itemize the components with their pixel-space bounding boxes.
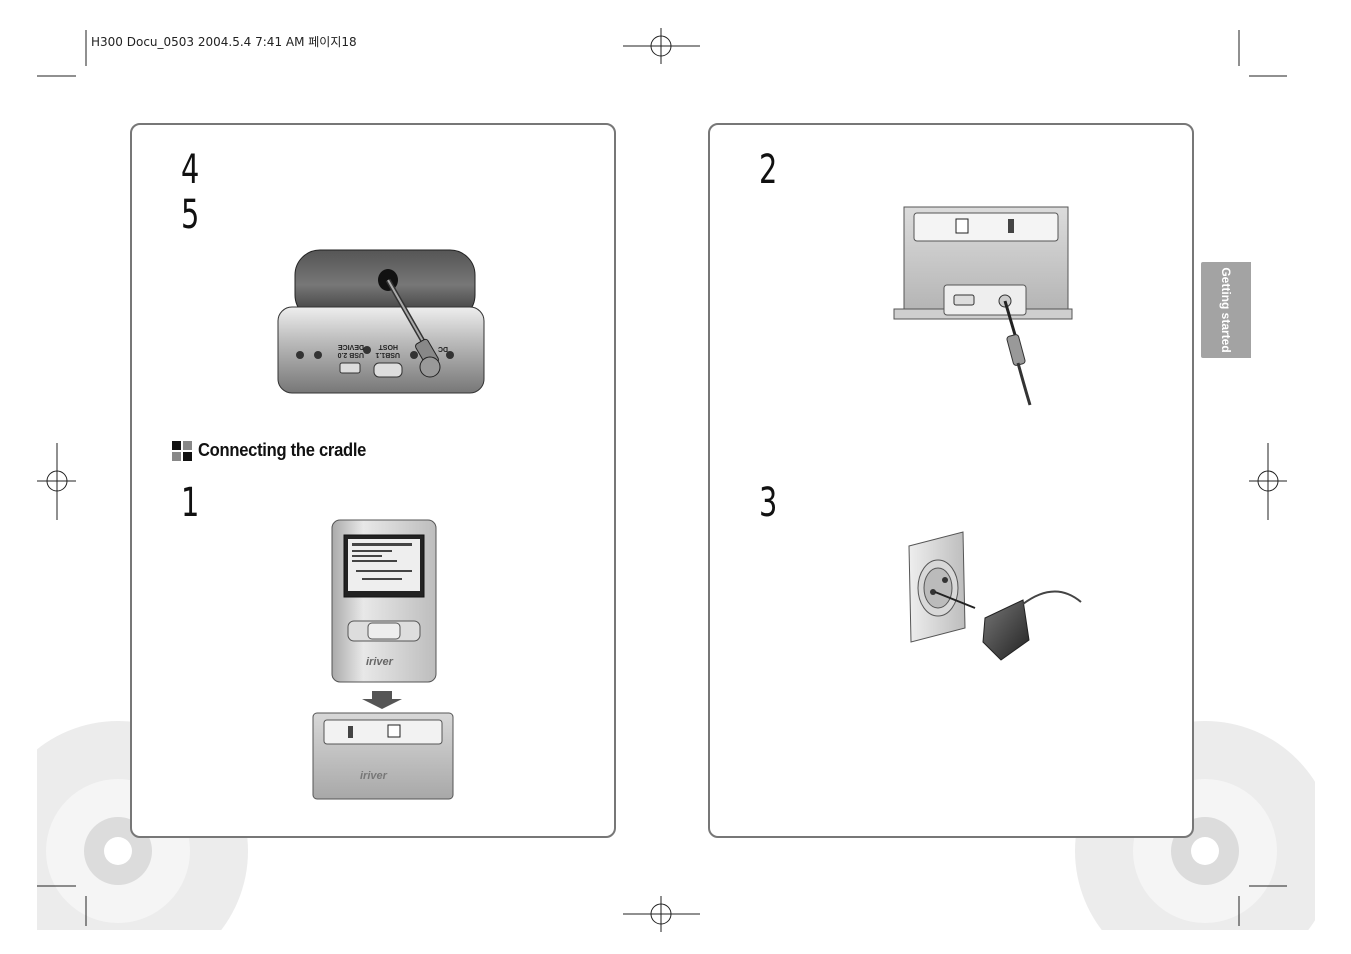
section-title: Connecting the cradle bbox=[198, 440, 367, 460]
label-usb2: USB 2.0 bbox=[337, 351, 364, 358]
player-connector-illustration: USB 2.0 DEVICE USB1.1 HOST DC bbox=[277, 249, 485, 394]
label-usb1: USB1.1 bbox=[375, 351, 400, 358]
brand-text-player: iriver bbox=[366, 656, 394, 668]
brand-text-cradle: iriver bbox=[360, 770, 388, 782]
step-number-5: 5 bbox=[181, 192, 200, 238]
print-header: H300 Docu_0503 2004.5.4 7:41 AM 페이지18 bbox=[91, 35, 357, 49]
step-number-1: 1 bbox=[181, 480, 200, 526]
side-tab: Getting started bbox=[1201, 262, 1251, 358]
wall-outlet-adapter-illustration bbox=[908, 531, 1082, 661]
step-number-2: 2 bbox=[759, 147, 778, 193]
section-heading: Connecting the cradle bbox=[172, 440, 381, 461]
label-host: HOST bbox=[378, 343, 398, 350]
player-and-cradle-illustration: iriver iriver bbox=[312, 519, 454, 800]
step-number-3: 3 bbox=[759, 480, 778, 526]
cradle-back-illustration bbox=[893, 206, 1073, 406]
side-tab-label: Getting started bbox=[1219, 267, 1233, 353]
step-number-4: 4 bbox=[181, 147, 200, 193]
label-device: DEVICE bbox=[338, 343, 364, 350]
label-dc: DC bbox=[438, 345, 448, 352]
section-icon bbox=[172, 440, 192, 461]
